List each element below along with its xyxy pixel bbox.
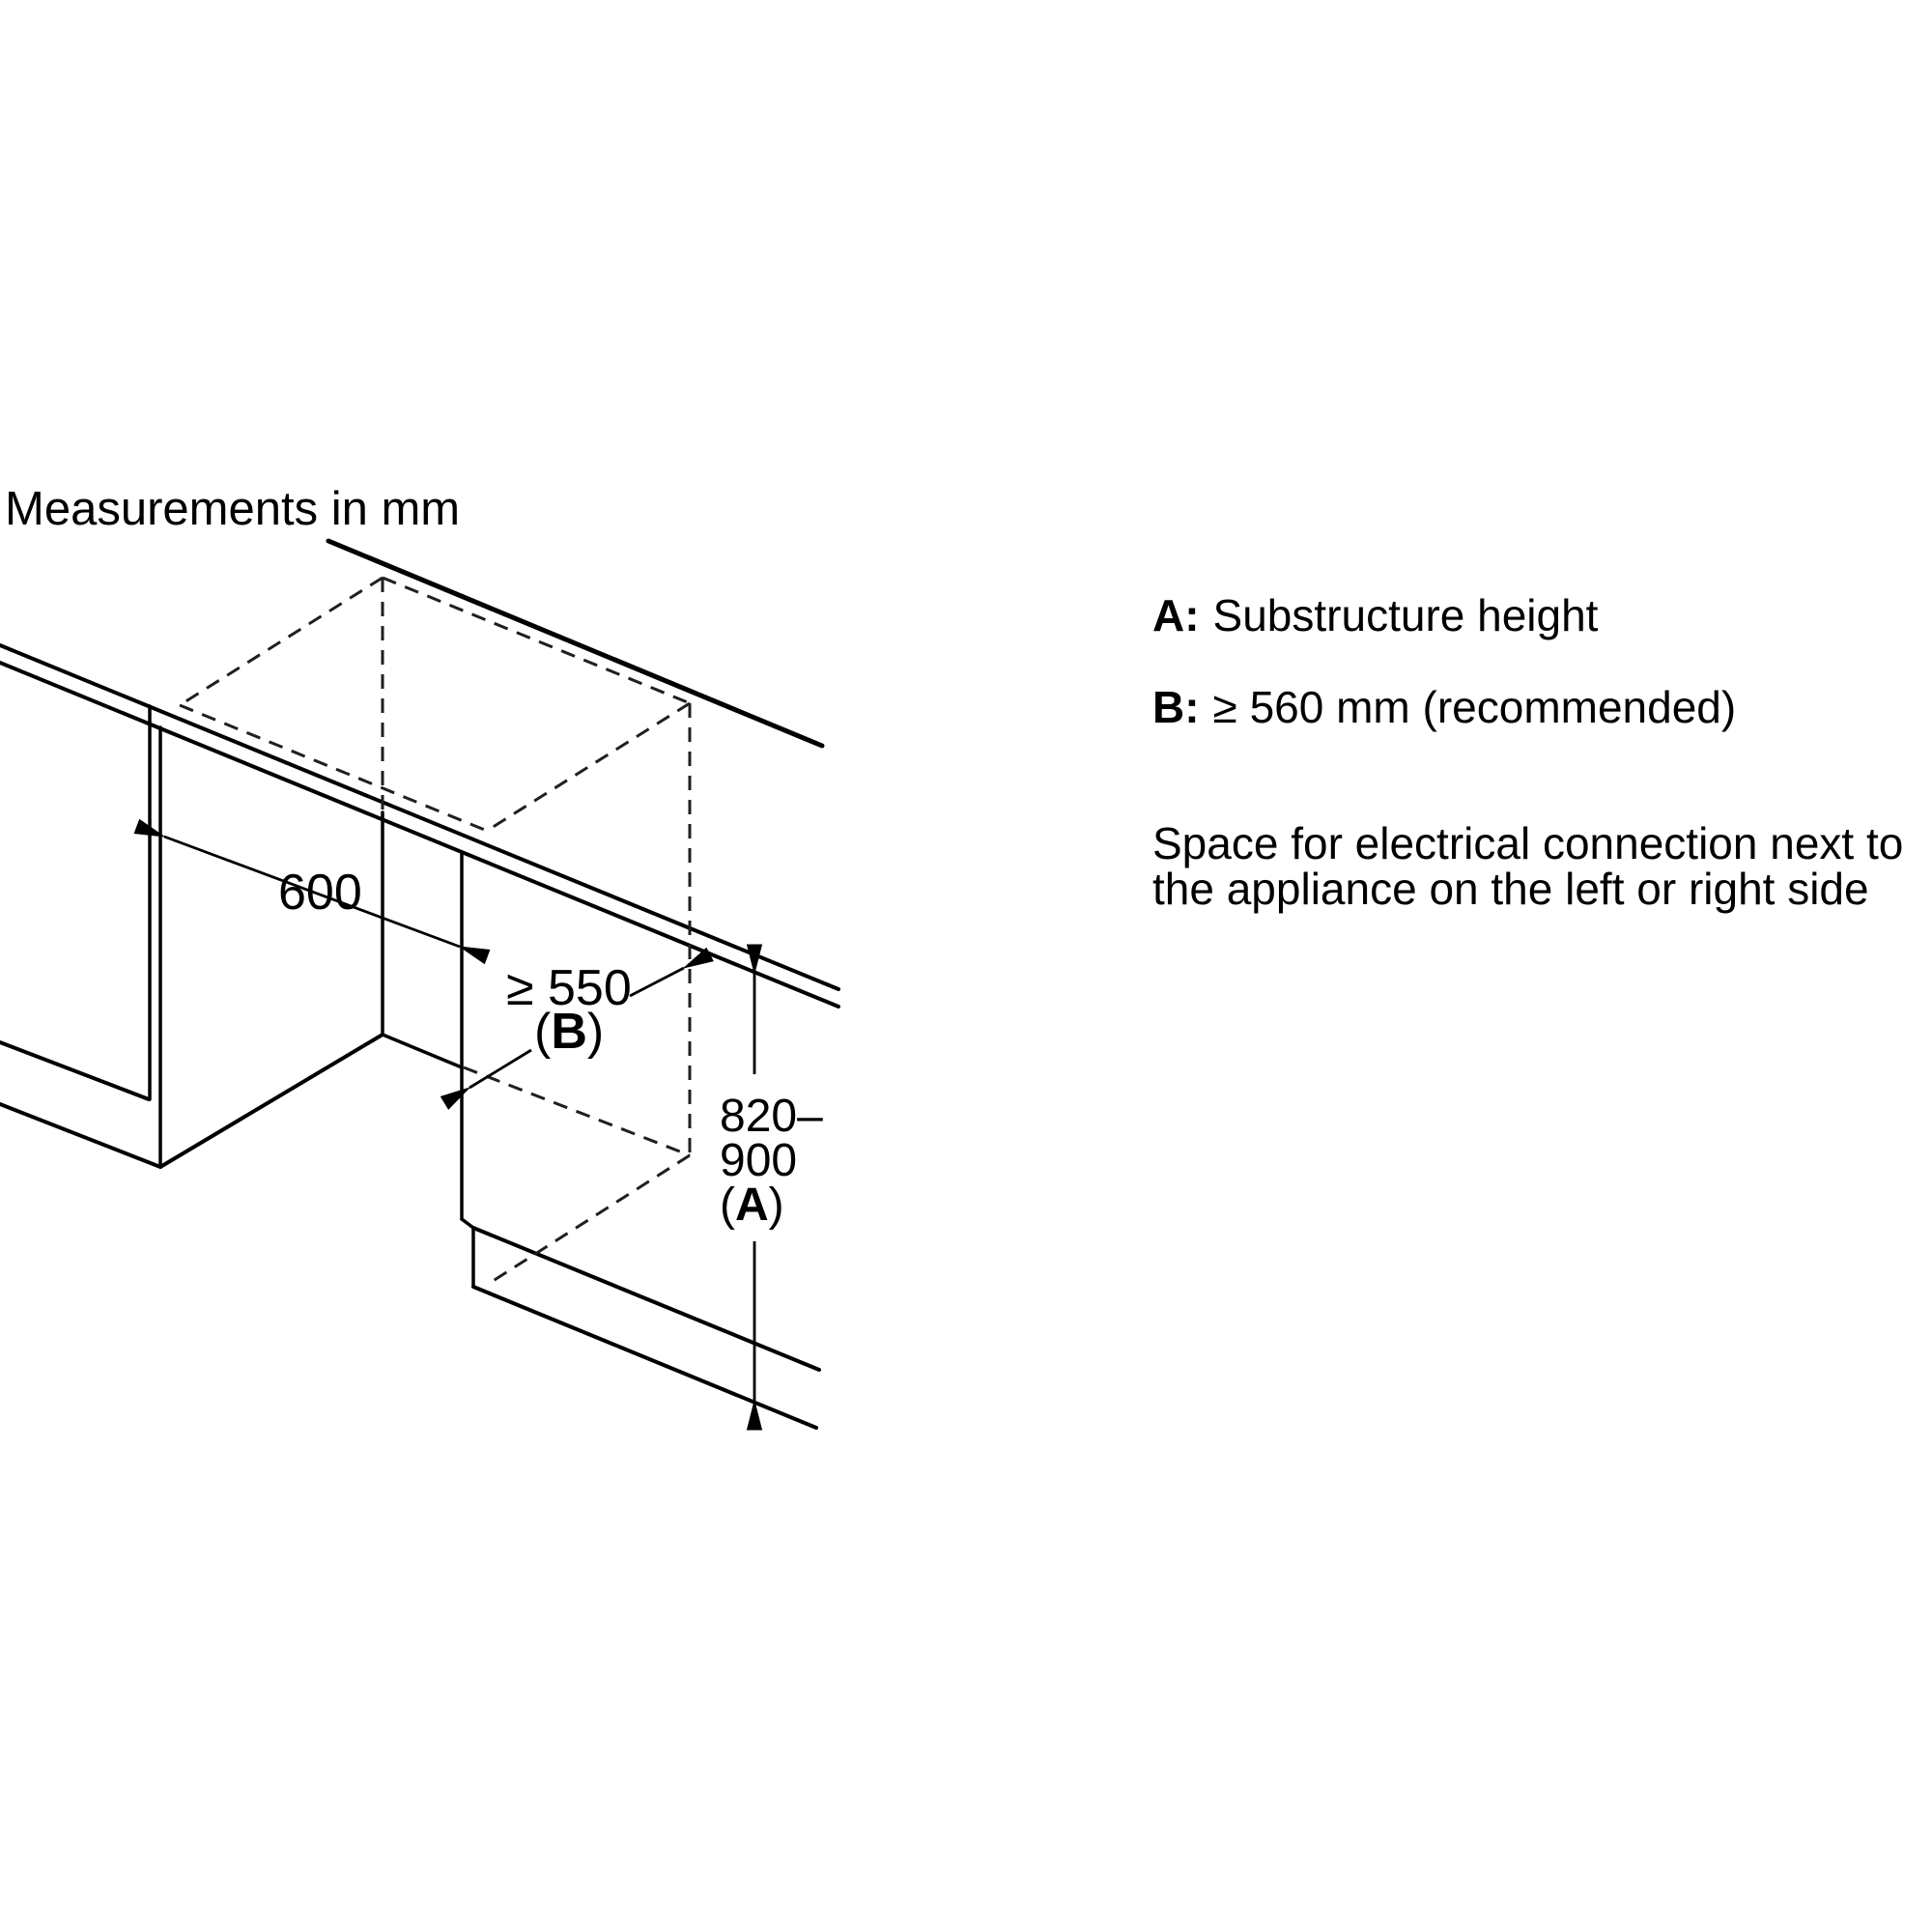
appliance-space-dashed-box	[179, 576, 692, 1287]
box-top-right-edge	[486, 701, 691, 833]
depth-dimension-ref: (B)	[534, 1004, 604, 1060]
legend-text-a: Substructure height	[1212, 590, 1599, 640]
height-ref-close-paren: )	[769, 1179, 784, 1231]
wall-line	[326, 538, 825, 749]
right-cabinet-plinth-step	[460, 1217, 475, 1230]
right-floor-line	[471, 1285, 818, 1430]
niche-floor-back-edge	[381, 1033, 464, 1069]
height-dimension-value-line1: 820–	[720, 1091, 823, 1142]
niche-left-wall-bottom-edge	[158, 1033, 384, 1169]
depth-dimension-arrow-front	[440, 1048, 532, 1110]
width-dimension-arrow	[133, 818, 491, 965]
note-line-2: the appliance on the left or right side	[1152, 864, 1869, 914]
height-dimension-value-line2: 900	[720, 1135, 797, 1186]
legend-item-b: B:≥ 560 mm (recommended)	[1152, 682, 1736, 733]
dimension-depth-550: ≥ 550 (B)	[440, 947, 714, 1110]
legend-item-a: A:Substructure height	[1152, 590, 1598, 641]
wall-top-edge	[326, 538, 825, 749]
height-dimension-ref: (A)	[720, 1179, 784, 1231]
height-ref-open-paren: (	[720, 1179, 735, 1231]
page-title: Measurements in mm	[5, 483, 461, 535]
depth-ref-close-paren: )	[587, 1004, 604, 1060]
depth-dimension-arrow-back	[629, 947, 714, 998]
legend-text-b: ≥ 560 mm (recommended)	[1212, 682, 1737, 732]
depth-dimension-value: ≥ 550	[506, 960, 632, 1016]
dimension-height-820-900: 820– 900 (A)	[720, 944, 823, 1431]
dimension-width-600: 600	[133, 818, 491, 965]
box-bottom-back-edge	[463, 1065, 691, 1157]
box-top-front-edge	[179, 703, 488, 833]
countertop-bottom-line	[0, 661, 840, 1009]
electrical-connection-note: Space for electrical connection next to …	[1152, 821, 1903, 912]
box-top-back-edge	[382, 576, 691, 705]
countertop-top-line	[0, 643, 840, 991]
depth-ref-letter: B	[551, 1004, 587, 1060]
left-cabinet-bottom-edge	[0, 1040, 151, 1101]
box-top-left-edge	[179, 576, 384, 707]
legend-key-b: B:	[1152, 682, 1200, 732]
legend-key-a: A:	[1152, 590, 1200, 640]
width-dimension-value: 600	[278, 865, 362, 921]
depth-ref-open-paren: (	[534, 1004, 552, 1060]
right-plinth-top-edge	[471, 1226, 821, 1372]
left-cabinet	[0, 704, 162, 1169]
height-ref-letter: A	[735, 1179, 769, 1231]
left-floor-line	[0, 1102, 162, 1169]
note-line-1: Space for electrical connection next to	[1152, 818, 1904, 868]
box-bottom-right-edge	[486, 1153, 691, 1287]
